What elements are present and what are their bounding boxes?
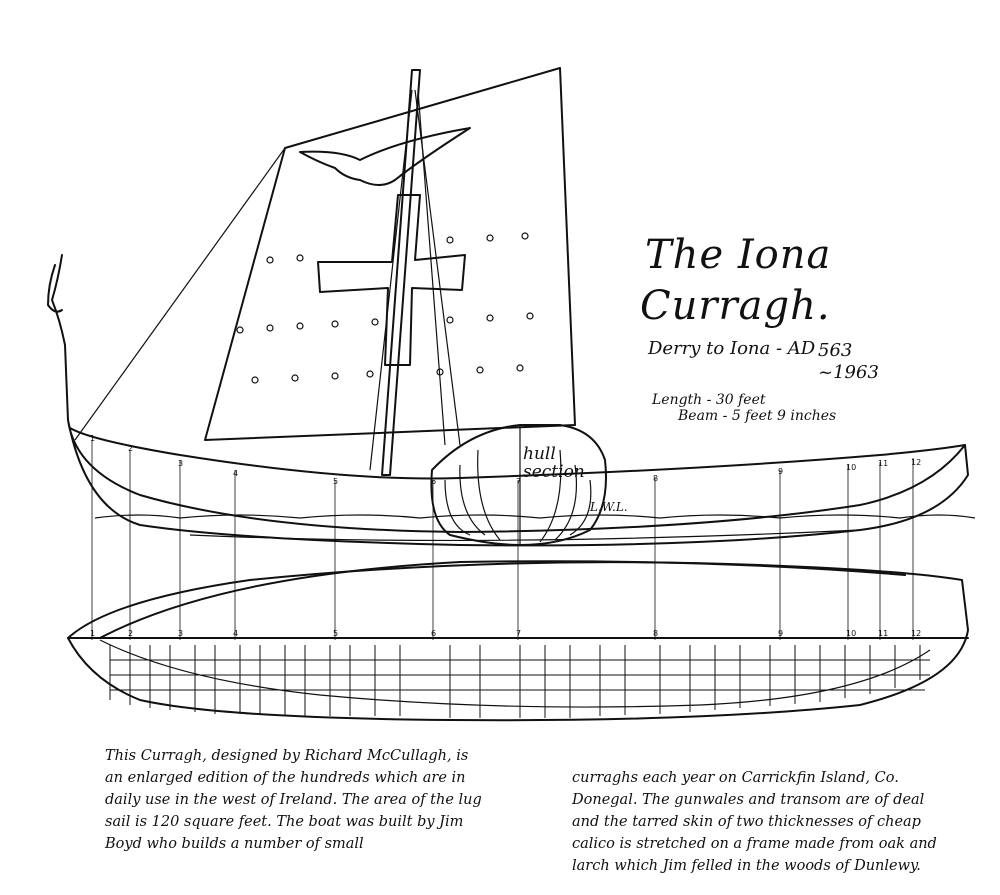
reef-points bbox=[236, 232, 534, 384]
caption-right: curraghs each year on Carrickfin Island,… bbox=[572, 770, 937, 874]
station-lines bbox=[91, 440, 914, 640]
drawing-title-line2: Curragh. bbox=[640, 283, 831, 329]
station-number-plan: 11 bbox=[878, 629, 888, 638]
prow-figurehead bbox=[47, 254, 69, 421]
station-number-plan: 5 bbox=[333, 629, 338, 638]
station-number-plan: 6 bbox=[431, 629, 436, 638]
station-number-plan: 9 bbox=[778, 629, 783, 638]
station-number-plan: 8 bbox=[653, 629, 658, 638]
station-number-plan: 10 bbox=[846, 629, 856, 638]
station-number-elevation: 6 bbox=[431, 477, 436, 486]
station-number-elevation: 9 bbox=[778, 467, 783, 476]
station-number-elevation: 12 bbox=[911, 458, 921, 467]
station-number-elevation: 7 bbox=[516, 477, 521, 486]
station-number-elevation: 3 bbox=[178, 459, 183, 468]
station-number-elevation: 1 bbox=[90, 434, 95, 443]
caption-left: This Curragh, designed by Richard McCull… bbox=[105, 748, 482, 852]
station-number-plan: 7 bbox=[516, 629, 521, 638]
station-number-plan: 1 bbox=[90, 629, 95, 638]
hull-profile bbox=[67, 419, 976, 547]
station-number-elevation: 8 bbox=[653, 474, 658, 483]
forestay bbox=[74, 147, 286, 441]
station-number-elevation: 5 bbox=[333, 477, 338, 486]
station-number-elevation: 10 bbox=[846, 463, 856, 472]
station-number-elevation: 4 bbox=[233, 469, 238, 478]
hull-section-label: hull section bbox=[523, 444, 585, 482]
station-number-elevation: 11 bbox=[878, 459, 888, 468]
cross-emblem bbox=[317, 194, 466, 366]
waterline bbox=[94, 514, 976, 519]
route-label: Derry to Iona - AD bbox=[648, 338, 816, 359]
station-number-elevation: 2 bbox=[128, 444, 133, 453]
drawing-title-line1: The Iona bbox=[645, 232, 832, 278]
station-number-plan: 4 bbox=[233, 629, 238, 638]
mast bbox=[369, 69, 461, 476]
station-number-plan: 2 bbox=[128, 629, 133, 638]
station-number-plan: 12 bbox=[911, 629, 921, 638]
dove-icon bbox=[299, 127, 471, 186]
beam-spec: Beam - 5 feet 9 inches bbox=[678, 408, 837, 424]
lug-sail bbox=[204, 67, 576, 441]
frame-slats bbox=[109, 645, 930, 718]
lwl-label: L.W.L. bbox=[590, 500, 628, 514]
year-original: 563 bbox=[818, 340, 853, 361]
hull-section bbox=[430, 424, 607, 546]
length-spec: Length - 30 feet bbox=[652, 392, 766, 408]
year-voyage: ~1963 bbox=[818, 362, 879, 383]
station-number-plan: 3 bbox=[178, 629, 183, 638]
